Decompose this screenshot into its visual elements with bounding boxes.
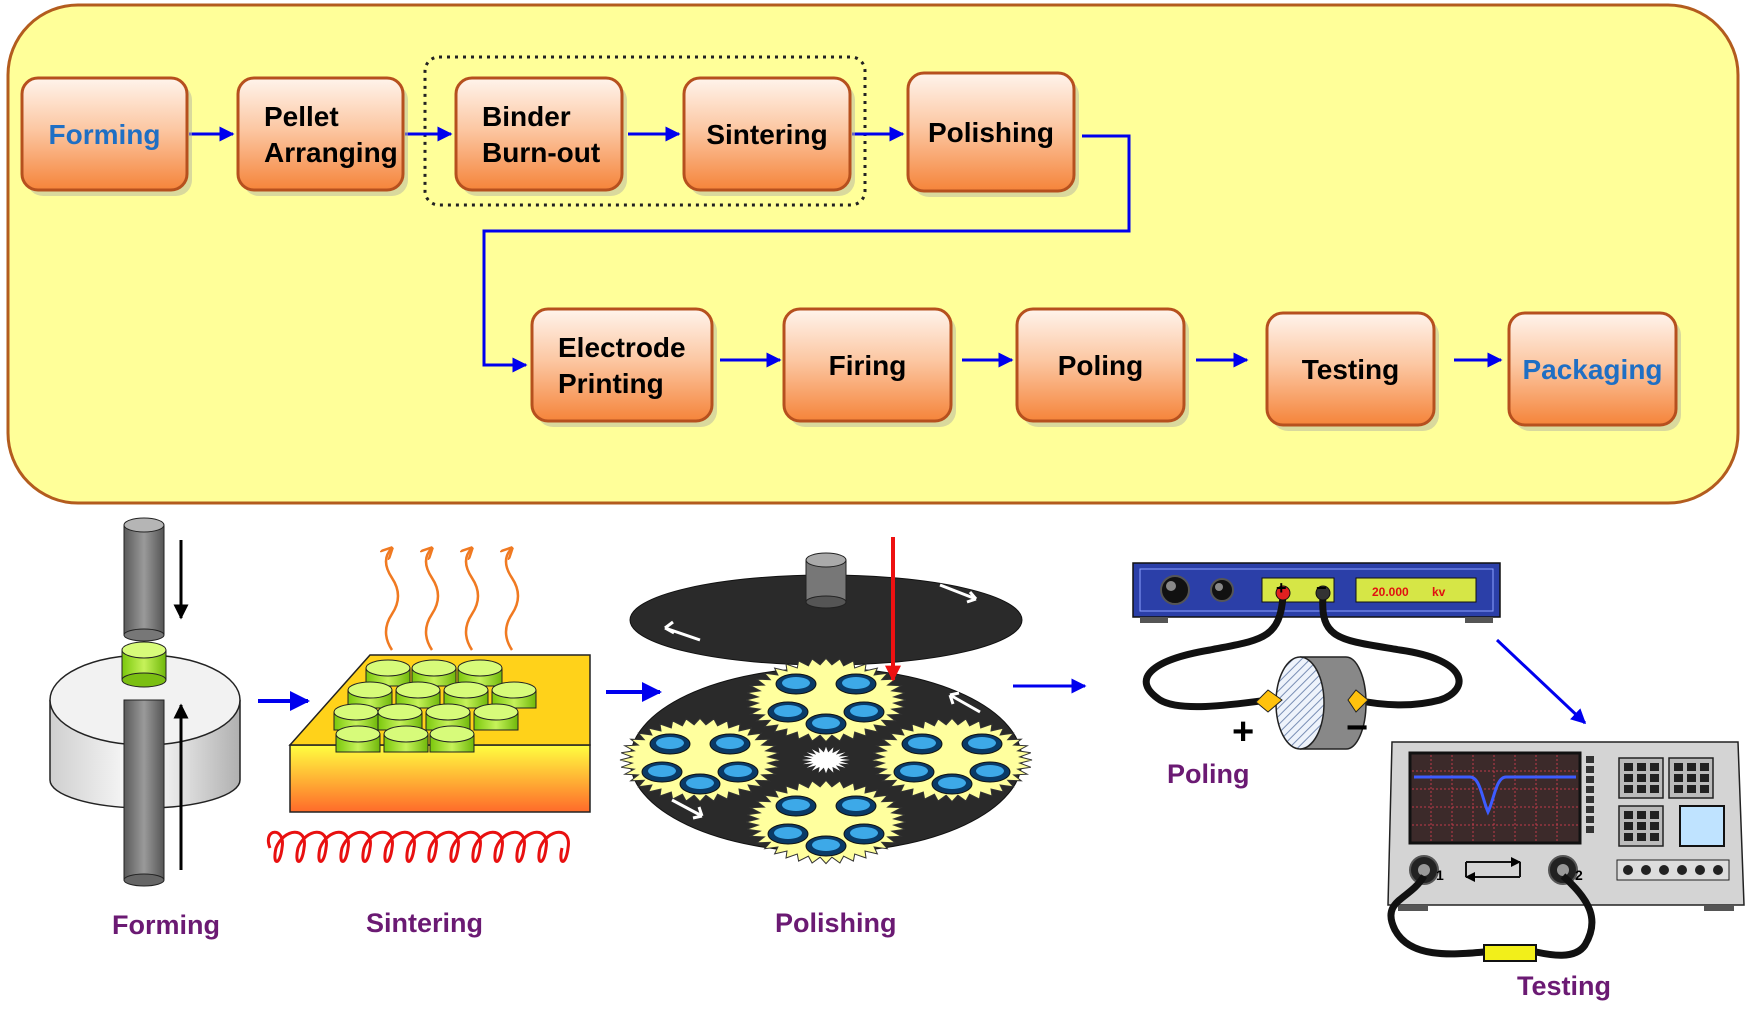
process-box-sintering: Sintering <box>682 76 855 196</box>
power-display <box>1355 577 1477 603</box>
port-2-label: 2 <box>1575 867 1583 883</box>
power-plus-terminal: + <box>1276 578 1287 598</box>
caption-poling: Poling <box>1167 759 1250 789</box>
process-box-packaging: Packaging <box>1507 311 1681 431</box>
power-display-value: 20.000 <box>1372 585 1409 599</box>
process-box-label: Polishing <box>928 117 1054 148</box>
caption-forming: Forming <box>112 910 220 940</box>
arrow-poling-to-testing-illus <box>1495 638 1587 725</box>
process-box-label: Arranging <box>264 137 398 168</box>
process-box-label: Firing <box>829 350 907 381</box>
process-box-testing: Testing <box>1265 311 1439 431</box>
process-box-label: Sintering <box>706 119 827 150</box>
process-box-label: Electrode <box>558 332 686 363</box>
process-box-firing: Firing <box>782 307 956 427</box>
process-box-label: Pellet <box>264 101 339 132</box>
process-box-label: Forming <box>49 119 161 150</box>
caption-polishing: Polishing <box>775 908 897 938</box>
power-display-unit: kv <box>1432 585 1446 599</box>
poling-illustration: 20.000 kv + − + − <box>1132 562 1501 753</box>
process-box-label: Testing <box>1302 354 1399 385</box>
testing-illustration: 1 2 <box>1387 741 1745 962</box>
device-under-test <box>1483 944 1537 962</box>
process-box-label: Burn-out <box>482 137 600 168</box>
process-box-label: Printing <box>558 368 664 399</box>
flow-arrows <box>189 126 1503 373</box>
caption-testing: Testing <box>1517 971 1611 1001</box>
process-box-label: Poling <box>1058 350 1144 381</box>
polishing-illustration <box>619 537 1033 865</box>
connector-polishing-to-electrode <box>482 134 1131 373</box>
port-1-label: 1 <box>1436 867 1444 883</box>
analyzer-screen <box>1408 751 1582 845</box>
plus-sign: + <box>1232 711 1254 753</box>
power-minus-terminal: − <box>1316 578 1327 598</box>
process-box-label: Binder <box>482 101 571 132</box>
process-box-poling: Poling <box>1015 307 1189 427</box>
forming-illustration <box>49 517 241 887</box>
process-box-label: Packaging <box>1522 354 1662 385</box>
process-box-polishing: Polishing <box>906 71 1079 197</box>
process-box-forming: Forming <box>20 76 192 196</box>
analyzer-trace <box>1414 775 1576 816</box>
caption-sintering: Sintering <box>366 908 483 938</box>
sintering-illustration <box>266 548 591 863</box>
minus-sign: − <box>1346 707 1368 749</box>
